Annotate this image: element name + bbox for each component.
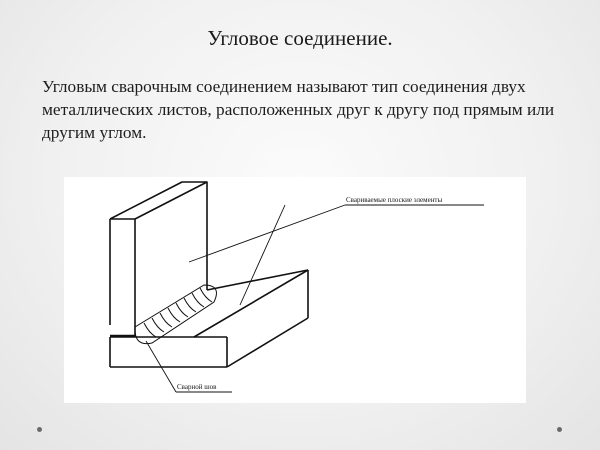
corner-joint-drawing <box>109 181 484 393</box>
corner-joint-figure: Свариваемые плоские элементы Сварной шов <box>64 177 526 403</box>
bullet-dot-left <box>37 427 42 432</box>
slide-body-text: Угловым сварочным соединением называют т… <box>42 77 555 142</box>
label-welded-plates: Свариваемые плоские элементы <box>346 196 443 204</box>
slide-title: Угловое соединение. <box>207 26 393 50</box>
bullet-dot-right <box>557 427 562 432</box>
label-weld-seam: Сварной шов <box>177 383 217 391</box>
